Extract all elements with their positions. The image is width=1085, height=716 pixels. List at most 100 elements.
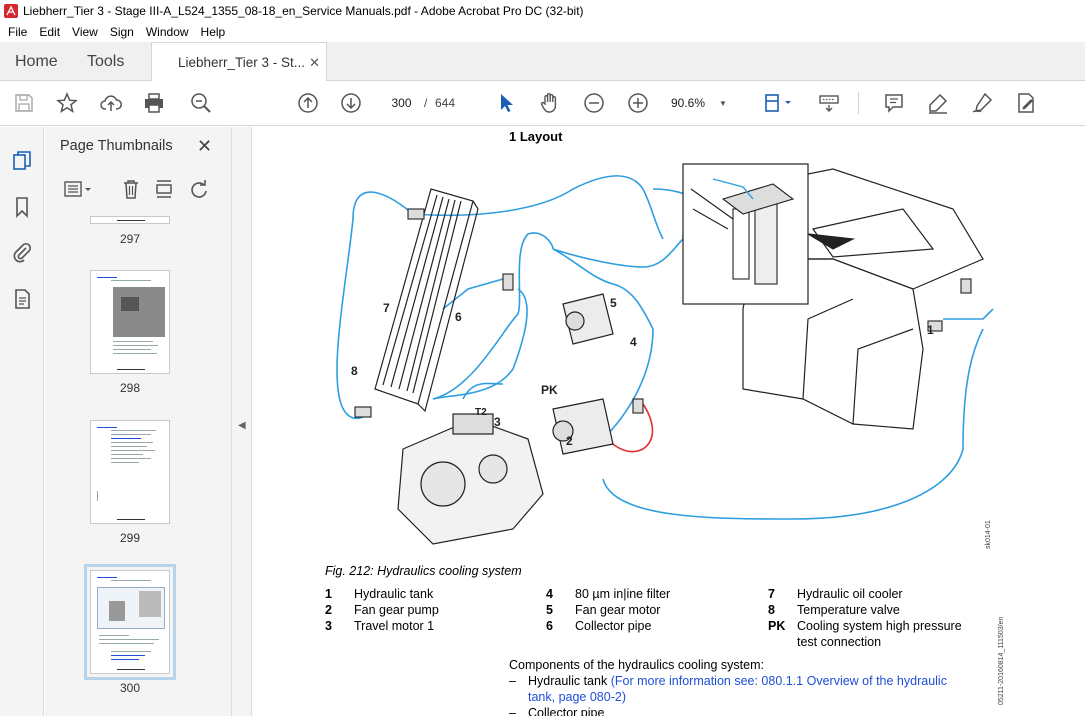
rotate-page-button[interactable] [185,175,213,203]
sign-button[interactable] [968,89,996,117]
menu-window[interactable]: Window [145,25,189,39]
tab-bar: Home Tools Liebherr_Tier 3 - St... ✕ [0,42,1085,82]
menu-view[interactable]: View [72,25,98,39]
zoom-out-button[interactable] [580,89,608,117]
thumbnail-page-label: 300 [119,681,141,695]
attachments-button[interactable] [8,238,36,266]
arrow-down-circle-icon [341,93,361,113]
callout-label: 4 [630,335,637,349]
figure-code: sk014-01 [985,520,992,549]
close-tab-icon[interactable]: ✕ [309,55,320,70]
thumbnail-page[interactable] [90,420,170,524]
page-display-button[interactable] [759,89,799,117]
save-icon [15,94,33,112]
thumbnail-page[interactable] [90,216,170,224]
layers-button[interactable] [8,285,36,313]
current-page-input[interactable] [384,91,419,115]
thumbnails-panel: Page Thumbnails ✕ 297 298 [45,127,271,716]
print-button[interactable] [140,89,168,117]
highlight-button[interactable] [924,89,952,117]
page-thumbnails-button[interactable] [8,147,36,175]
zoom-level-dropdown[interactable]: 90.6% ▼ [671,92,741,114]
total-pages: 644 [435,96,456,110]
menu-sign[interactable]: Sign [109,25,134,39]
title-bar: Liebherr_Tier 3 - Stage III-A_L524_1355_… [0,0,1085,22]
menu-file[interactable]: File [8,25,28,39]
collapse-left-icon: ◀ [238,420,246,431]
component-name: Hydraulic tank [528,674,611,688]
tab-home[interactable]: Home [15,52,58,70]
cross-reference-link[interactable]: (For more information see: 080.1.1 Overv… [528,674,947,704]
star-icon [56,92,78,114]
paperclip-icon [13,242,32,263]
thumbnail-page[interactable] [90,270,170,374]
previous-page-button[interactable] [294,89,322,117]
callout-label: 6 [455,310,462,324]
thumbnail-page-selected[interactable] [84,564,176,680]
bookmarks-button[interactable] [8,193,36,221]
chevron-down-icon: ▼ [719,98,727,108]
callout-label: 1 [927,323,934,337]
close-panel-icon[interactable]: ✕ [197,136,213,156]
bookmark-icon [16,197,28,218]
highlighter-pen-icon [929,93,948,114]
main-toolbar [0,81,1085,126]
insert-page-button[interactable] [150,175,178,203]
section-heading: 1 Layout [509,129,563,144]
tab-document[interactable]: Liebherr_Tier 3 - St... ✕ [151,42,327,82]
thumbnails-toolbar [45,173,231,207]
thumbnail-page-label: 297 [119,232,141,246]
bookmark-star-button[interactable] [53,89,81,117]
page-separator: / [424,96,428,110]
rotate-icon [191,180,207,198]
plus-circle-icon [628,93,648,113]
save-button[interactable] [10,89,38,117]
select-tool-button[interactable] [492,89,520,117]
comment-icon [885,94,903,113]
thumbnail-options-button[interactable] [59,175,97,203]
callout-label: T2 [475,407,487,418]
zoom-search-icon [191,93,211,113]
list-item: – Collector pipe [509,705,968,716]
edit-document-icon [1018,93,1034,113]
find-button[interactable] [187,89,215,117]
menu-help[interactable]: Help [200,25,226,39]
hydraulics-cooling-diagram: 1 2 3 4 5 6 7 8 PK T2 [336,163,994,545]
next-page-button[interactable] [337,89,365,117]
tab-document-label: Liebherr_Tier 3 - St... [178,55,306,70]
callout-label: 5 [610,296,617,310]
document-layers-icon [15,289,30,309]
comment-button[interactable] [880,89,908,117]
keyboard-input-button[interactable] [815,89,843,117]
trash-icon [124,180,138,199]
upload-cloud-button[interactable] [97,89,125,117]
callout-label: 2 [566,434,573,448]
keyboard-icon [819,95,839,112]
components-list: Components of the hydraulics cooling sys… [509,657,968,716]
cursor-arrow-icon [501,94,513,112]
callout-label: 7 [383,301,390,315]
arrow-up-circle-icon [298,93,318,113]
fill-and-sign-button[interactable] [1012,89,1040,117]
window-title: Liebherr_Tier 3 - Stage III-A_L524_1355_… [23,4,584,18]
zoom-in-button[interactable] [624,89,652,117]
panel-collapse-handle[interactable]: ◀ [232,127,252,716]
thumbnails-panel-title: Page Thumbnails [60,138,173,154]
signature-pen-icon [972,92,993,113]
menu-edit[interactable]: Edit [39,25,61,39]
tab-tools[interactable]: Tools [87,52,125,70]
hand-tool-button[interactable] [536,89,564,117]
document-code: 05211-20160814_111503/en [998,616,1005,705]
callout-label: PK [541,383,558,397]
delete-pages-button[interactable] [117,175,145,203]
document-view[interactable]: 1 Layout [253,127,1085,716]
